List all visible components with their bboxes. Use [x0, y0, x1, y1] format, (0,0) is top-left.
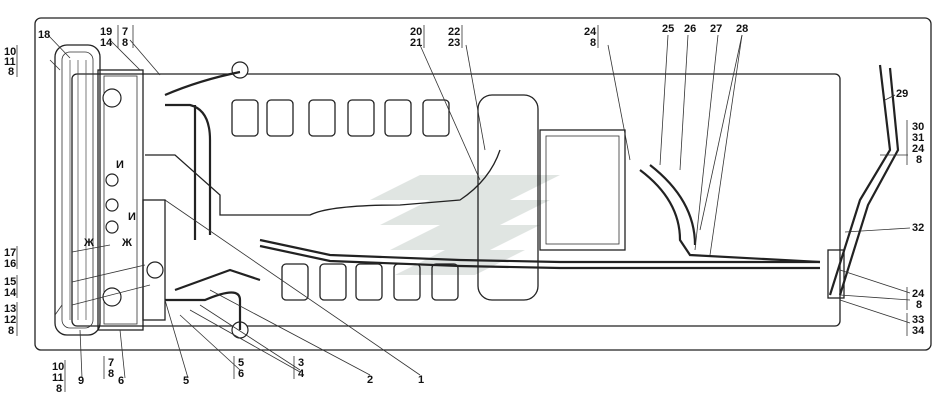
callout-6-bottom2: 6: [238, 368, 244, 380]
section-marks: И И Ж Ж: [83, 159, 136, 249]
callout-8-right: 8: [916, 154, 922, 166]
callout-23: 23: [448, 37, 460, 49]
callout-8-top: 8: [8, 66, 14, 78]
callout-15: 15: [4, 276, 16, 288]
callout-4: 4: [298, 368, 305, 380]
callout-2: 2: [367, 374, 373, 386]
engine-cylinders-bottom: [281, 263, 459, 301]
callout-34: 34: [912, 325, 925, 337]
callout-32: 32: [912, 222, 924, 234]
callout-13: 13: [4, 303, 16, 315]
expansion-tank: [827, 249, 845, 299]
callout-8-bottom: 8: [56, 383, 62, 395]
callout-8-right2: 8: [916, 299, 922, 311]
callout-7-bottom: 7: [108, 357, 114, 369]
callout-21: 21: [410, 37, 422, 49]
callout-10-top: 10: [4, 46, 16, 58]
callout-5-bottom2: 5: [238, 357, 244, 369]
callout-3: 3: [298, 357, 304, 369]
water-pump-assembly: [105, 61, 249, 339]
vehicle-frame: [34, 17, 932, 351]
callout-14-top: 14: [100, 37, 113, 49]
callout-33: 33: [912, 314, 924, 326]
callout-8-left: 8: [8, 325, 14, 337]
gearbox: [477, 94, 626, 301]
callout-24-right: 24: [912, 143, 925, 155]
callout-1: 1: [418, 374, 424, 386]
callout-12: 12: [4, 314, 16, 326]
callout-8-top2: 8: [122, 37, 128, 49]
callout-25: 25: [662, 23, 674, 35]
section-mark-i-lower: И: [128, 211, 136, 223]
section-mark-i-upper: И: [116, 159, 124, 171]
callout-29: 29: [896, 88, 908, 100]
coolant-pipes: [145, 64, 900, 330]
callout-8-top3: 8: [590, 37, 596, 49]
callout-27: 27: [710, 23, 722, 35]
section-mark-zh-left: Ж: [83, 237, 94, 249]
section-mark-zh-right: Ж: [121, 237, 132, 249]
callout-20: 20: [410, 26, 422, 38]
callout-11-top: 11: [4, 56, 16, 68]
callout-30: 30: [912, 121, 924, 133]
callout-6-bottom: 6: [118, 375, 124, 387]
callout-10-bottom: 10: [52, 361, 64, 373]
callout-18: 18: [38, 29, 50, 41]
callout-16: 16: [4, 258, 16, 270]
callout-9: 9: [78, 375, 84, 387]
callout-22: 22: [448, 26, 460, 38]
engine-cylinders-top: [231, 99, 450, 137]
callout-17: 17: [4, 247, 16, 259]
radiator: [54, 44, 144, 336]
callout-8-bottom2: 8: [108, 368, 114, 380]
callout-31: 31: [912, 132, 924, 144]
callout-14-left: 14: [4, 287, 17, 299]
callout-19: 19: [100, 26, 112, 38]
callout-bars: [16, 25, 908, 392]
callout-5-bottom: 5: [183, 375, 189, 387]
callout-28: 28: [736, 23, 748, 35]
callout-24-top: 24: [584, 26, 597, 38]
leader-lines: [47, 34, 911, 379]
callout-7-top: 7: [122, 26, 128, 38]
callout-labels: 18 10 11 8 19 14 7 8 20 21 22 23 24 8 25…: [4, 23, 925, 395]
callout-24-right2: 24: [912, 288, 925, 300]
callout-11-bottom: 11: [52, 372, 64, 384]
callout-26: 26: [684, 23, 696, 35]
watermark-logo: [370, 175, 560, 275]
